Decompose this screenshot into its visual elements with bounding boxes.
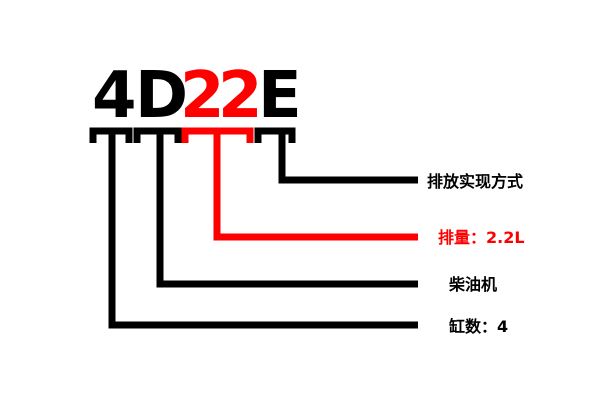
code-char-e: E: [258, 59, 302, 133]
label-displacement: 排量：2.2L: [438, 228, 525, 247]
label-cylinders: 缸数：4: [448, 317, 508, 336]
connector-fuel: [156, 131, 418, 288]
code-char-4: 4: [92, 59, 137, 133]
code-char-2a: 2: [180, 59, 225, 133]
code-char-2b: 2: [218, 59, 263, 133]
connector-cylinders: [108, 131, 418, 329]
label-emission: 排放实现方式: [427, 172, 523, 191]
code-char-d: D: [135, 59, 188, 133]
label-fuel: 柴油机: [448, 275, 497, 294]
connector-displacement: [213, 131, 418, 241]
connector-emission: [278, 131, 418, 184]
bracket-e: [254, 127, 296, 143]
